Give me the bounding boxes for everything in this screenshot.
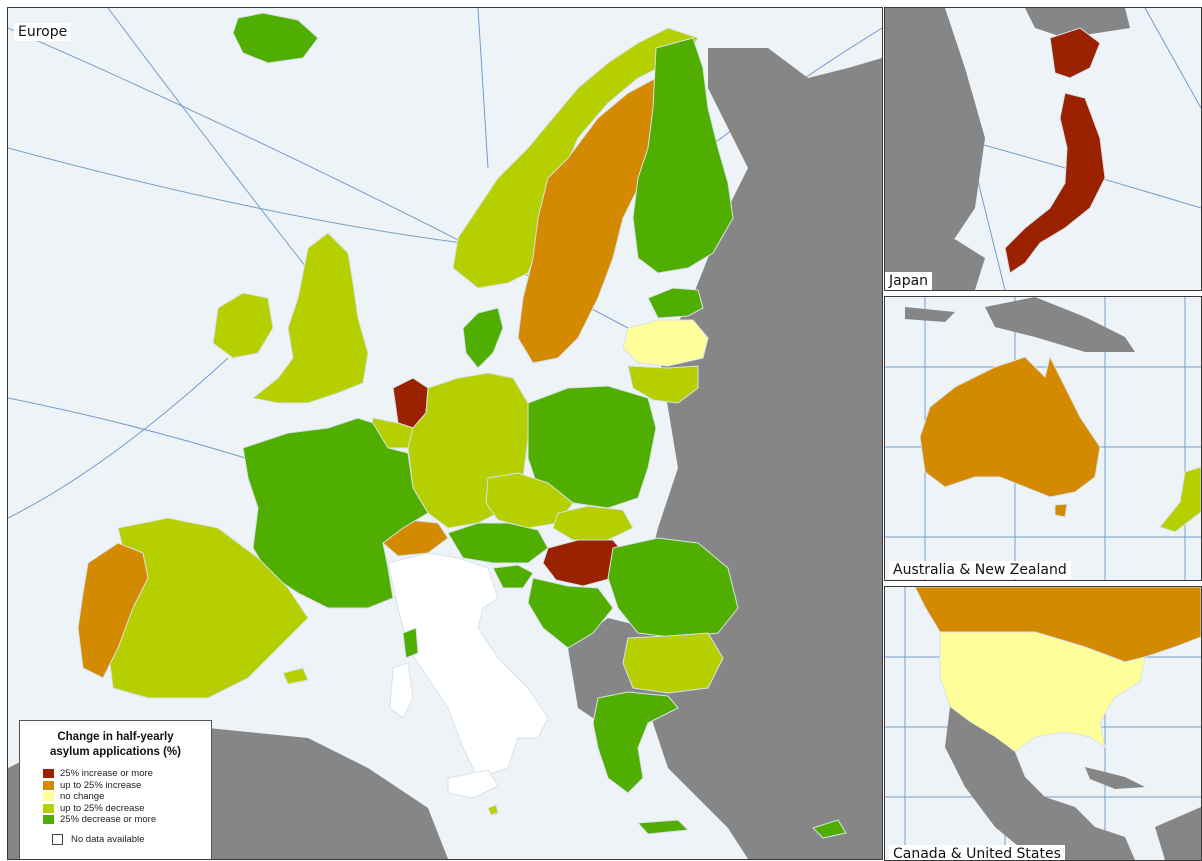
legend-item: 25% increase or more (43, 768, 211, 780)
portugal (77, 542, 149, 679)
legend-title-line1: Change in half-yearly (57, 731, 174, 743)
austria (447, 522, 549, 564)
australia-map (885, 297, 1201, 580)
europe-map-panel: Europe Change in half-yearly asylum appl… (7, 7, 883, 860)
japan-map (885, 8, 1201, 290)
legend-item: up to 25% decrease (43, 803, 211, 815)
legend-swatch (43, 780, 54, 790)
legend-item: 25% decrease or more (43, 814, 211, 826)
legend-swatch (43, 803, 54, 813)
north-america-map-panel: Canada & United States (884, 586, 1202, 861)
japan-label: Japan (885, 272, 933, 290)
legend-no-data: No data available (52, 833, 211, 845)
slovenia (492, 564, 534, 589)
latvia (622, 319, 709, 367)
malta (487, 804, 499, 816)
sicily (447, 769, 499, 799)
legend-swatch (43, 769, 54, 779)
legend-item-label: up to 25% increase (60, 779, 142, 791)
denmark (462, 307, 504, 369)
map-legend: Change in half-yearly asylum application… (19, 720, 212, 859)
no-data-swatch (52, 833, 63, 845)
europe-label: Europe (14, 23, 72, 41)
north-america-label: Canada & United States (889, 845, 1065, 860)
corsica (402, 627, 419, 659)
legend-item-label: no change (60, 791, 105, 803)
romania (607, 537, 739, 639)
north-america-map (885, 587, 1201, 860)
crete (636, 819, 690, 835)
lithuania (627, 365, 699, 404)
legend-swatch (43, 815, 54, 825)
estonia (647, 287, 704, 319)
countries (77, 12, 847, 839)
sweden (517, 77, 664, 364)
bulgaria (622, 632, 724, 694)
legend-item: up to 25% increase (43, 780, 211, 792)
baleares (282, 667, 309, 685)
balkans-east (527, 577, 614, 649)
italy (387, 552, 549, 779)
poland (527, 385, 657, 509)
greece (592, 691, 679, 794)
legend-swatch (43, 792, 54, 802)
ireland (212, 292, 274, 359)
europe-map (8, 8, 882, 859)
australia-map-panel: Australia & New Zealand (884, 296, 1202, 581)
slovakia (552, 505, 634, 541)
iceland (232, 12, 319, 64)
japan-map-panel: Japan (884, 7, 1202, 291)
legend-item-label: 25% decrease or more (60, 814, 157, 826)
legend-title: Change in half-yearly asylum application… (20, 730, 211, 760)
legend-item: no change (43, 791, 211, 803)
legend-title-line2: asylum applications (%) (49, 746, 181, 758)
cyprus (812, 819, 847, 839)
sardinia (389, 662, 414, 719)
no-data-label: No data available (71, 833, 145, 845)
legend-item-label: 25% increase or more (60, 768, 153, 780)
uk (251, 232, 369, 404)
legend-item-label: up to 25% decrease (60, 802, 145, 814)
france (242, 417, 429, 609)
finland (632, 37, 734, 274)
australia-label: Australia & New Zealand (889, 561, 1071, 579)
